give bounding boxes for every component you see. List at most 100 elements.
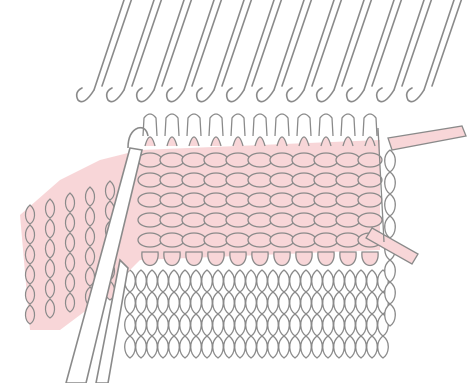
pink-purl-bump <box>292 213 316 227</box>
white-stitch-left <box>301 314 312 336</box>
pink-purl-bump <box>160 153 184 167</box>
white-stitch-left <box>345 292 356 314</box>
white-stitch-right <box>312 292 323 314</box>
pink-purl-bump <box>138 193 162 207</box>
white-stitch-left <box>323 292 334 314</box>
pink-loop-on-needle <box>365 137 375 146</box>
white-stitch-right <box>334 292 345 314</box>
pink-loop-on-needle <box>343 137 353 146</box>
needle-shank <box>432 0 462 86</box>
white-stitch-left <box>345 270 356 292</box>
white-stitch-left <box>213 314 224 336</box>
pink-stitch <box>45 279 54 298</box>
white-stitch-right <box>202 292 213 314</box>
pink-purl-bump <box>160 213 184 227</box>
needle-shank <box>282 0 312 86</box>
white-stitch-left <box>257 336 268 358</box>
white-stitch-left <box>147 270 158 292</box>
needle-shank <box>372 0 402 86</box>
needle-shank <box>394 0 424 90</box>
pink-purl-bump <box>204 233 228 247</box>
needle-shank <box>364 0 394 90</box>
white-stitch-right <box>290 314 301 336</box>
white-stitch-left <box>367 292 378 314</box>
white-stitch-right <box>136 314 147 336</box>
pink-purl-bump <box>358 213 382 227</box>
needle-shank <box>424 0 454 90</box>
white-stitch-right <box>356 336 367 358</box>
white-stitch-right <box>290 336 301 358</box>
pink-hem-loop <box>274 252 290 266</box>
pink-purl-bump <box>358 153 382 167</box>
needle-hook <box>197 88 214 102</box>
white-stitch-left <box>367 270 378 292</box>
pink-purl-bump <box>270 173 294 187</box>
white-stitch-right <box>268 270 279 292</box>
pink-stitch <box>25 225 34 244</box>
white-stitch-left <box>125 336 136 358</box>
white-stitch-edge <box>385 216 396 238</box>
white-stitch-left <box>125 292 136 314</box>
white-stitch-left <box>191 292 202 314</box>
white-stitch-left <box>169 336 180 358</box>
pink-purl-bump <box>182 233 206 247</box>
pink-stitch <box>65 273 74 292</box>
pink-purl-bump <box>160 173 184 187</box>
white-stitch-right <box>158 336 169 358</box>
pink-purl-bump <box>248 213 272 227</box>
white-stitch-right <box>334 336 345 358</box>
white-stitch-left <box>235 270 246 292</box>
white-stitch-left <box>367 336 378 358</box>
white-stitch-left <box>279 314 290 336</box>
white-stitch-left <box>213 292 224 314</box>
needle-shank <box>214 0 244 90</box>
pink-purl-bump <box>314 173 338 187</box>
pink-purl-bump <box>204 213 228 227</box>
pink-stitch <box>25 245 34 264</box>
white-stitch-left <box>345 314 356 336</box>
white-stitch-right <box>268 292 279 314</box>
needle-shank <box>154 0 184 90</box>
pink-purl-bump <box>248 153 272 167</box>
white-stitch-right <box>202 270 213 292</box>
white-stitch-edge <box>385 194 396 216</box>
pink-purl-bump <box>292 233 316 247</box>
pink-stitch <box>45 219 54 238</box>
needle-loop <box>297 114 311 136</box>
pink-purl-bump <box>358 173 382 187</box>
pink-stitch <box>45 259 54 278</box>
pink-purl-bump <box>204 193 228 207</box>
pink-hem-loop <box>142 252 158 266</box>
needle-hook <box>227 88 244 102</box>
white-stitch-right <box>136 336 147 358</box>
white-stitch-left <box>323 314 334 336</box>
white-stitch-right <box>158 314 169 336</box>
pink-loop-on-needle <box>167 137 177 146</box>
white-stitch-right <box>202 336 213 358</box>
pink-purl-bump <box>204 153 228 167</box>
white-stitch-right <box>224 270 235 292</box>
needle-loop <box>209 114 223 136</box>
pink-purl-bump <box>336 193 360 207</box>
white-stitch-edge <box>385 304 396 326</box>
needle-hook <box>347 88 364 102</box>
white-stitch-left <box>301 292 312 314</box>
white-stitch-right <box>202 314 213 336</box>
pink-stitch <box>65 193 74 212</box>
pink-loop-on-needle <box>321 137 331 146</box>
pink-purl-bump <box>138 233 162 247</box>
needle-hook <box>287 88 304 102</box>
pink-stitch <box>65 253 74 272</box>
pink-purl-bump <box>138 173 162 187</box>
white-stitch-left <box>147 336 158 358</box>
white-stitch-left <box>147 292 158 314</box>
white-stitch-left <box>301 336 312 358</box>
white-stitch-right <box>246 270 257 292</box>
white-stitch-right <box>136 292 147 314</box>
pink-hem-loop <box>186 252 202 266</box>
white-stitch-right <box>246 336 257 358</box>
needle-shank <box>94 0 124 90</box>
white-stitch-right <box>158 292 169 314</box>
needle-loop <box>253 114 267 136</box>
white-stitch-right <box>180 336 191 358</box>
